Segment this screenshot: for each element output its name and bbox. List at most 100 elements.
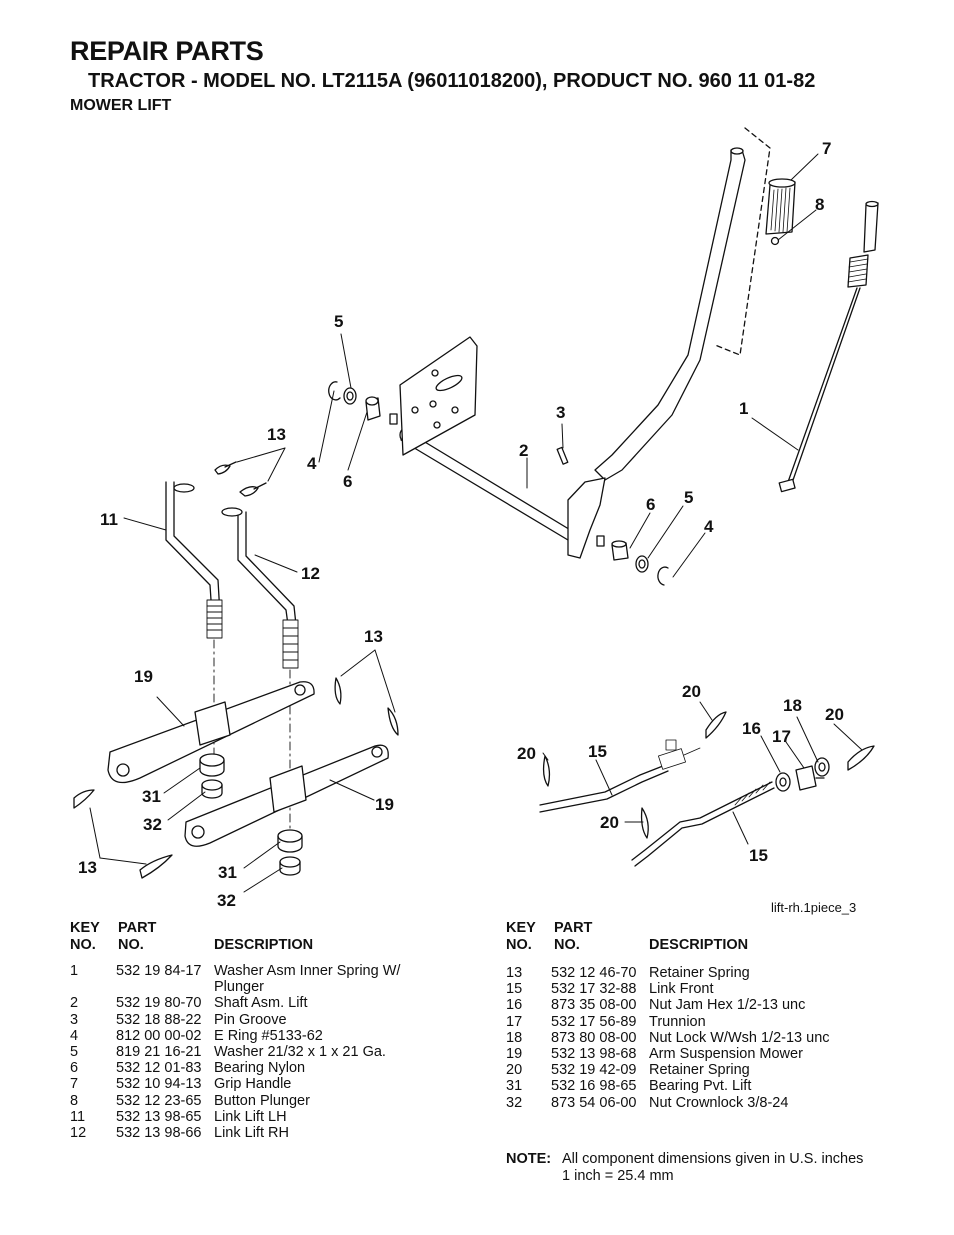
part-header-1: PART <box>554 920 593 936</box>
diagram-caption: lift-rh.1piece_3 <box>771 900 857 915</box>
callout-18: 18 <box>783 696 802 715</box>
callout-20: 20 <box>825 705 844 724</box>
part-no: 532 19 42-09 <box>551 1062 637 1079</box>
callout-6: 6 <box>646 495 655 514</box>
callout-31: 31 <box>218 863 237 882</box>
page-title: REPAIR PARTS <box>70 36 264 66</box>
callout-7: 7 <box>822 139 831 158</box>
part-no: 532 13 98-68 <box>551 1045 637 1062</box>
table-header: KEY NO. PART NO. DESCRIPTION <box>506 920 926 954</box>
description: Nut Lock W/Wsh 1/2-13 unc <box>649 1029 830 1046</box>
description: Bearing Nylon <box>214 1060 306 1077</box>
part-no: 532 17 32-88 <box>551 981 637 998</box>
key-no: 18 <box>506 1029 523 1046</box>
key-no: 12 <box>70 1124 87 1141</box>
callout-3: 3 <box>556 403 565 422</box>
key-header-2: NO. <box>506 937 532 953</box>
description: Retainer Spring <box>649 965 750 981</box>
section-title: MOWER LIFT <box>70 97 172 114</box>
key-no: 2 <box>70 995 79 1012</box>
table-row: 11 532 13 98-65 Link Lift LH <box>70 1109 490 1125</box>
description: Grip Handle <box>214 1076 292 1093</box>
key-no: 8 <box>70 1092 79 1109</box>
description: Plunger <box>214 979 264 996</box>
description-header: DESCRIPTION <box>214 937 314 953</box>
key-header-2: NO. <box>70 937 96 953</box>
key-header-1: KEY <box>506 920 536 936</box>
key-no: 3 <box>70 1011 79 1028</box>
key-no: 6 <box>70 1060 79 1077</box>
callout-15: 15 <box>749 846 768 865</box>
callout-32: 32 <box>217 891 236 910</box>
table-row: 6 532 12 01-83 Bearing Nylon <box>70 1060 490 1076</box>
description: Button Plunger <box>214 1092 310 1109</box>
callout-4: 4 <box>704 517 714 536</box>
table-row: 7 532 10 94-13 Grip Handle <box>70 1076 490 1092</box>
description-header: DESCRIPTION <box>649 937 749 953</box>
part-no: 532 13 98-66 <box>116 1124 202 1141</box>
callout-32: 32 <box>143 815 162 834</box>
note-label: NOTE: <box>506 1151 552 1167</box>
part-header-2: NO. <box>118 937 144 953</box>
description: Link Lift LH <box>214 1108 287 1125</box>
callout-4: 4 <box>307 454 317 473</box>
callout-13: 13 <box>364 627 383 646</box>
description: E Ring #5133-62 <box>214 1027 323 1044</box>
description: Bearing Pvt. Lift <box>649 1078 752 1095</box>
lever-bracket <box>567 477 606 559</box>
description: Pin Groove <box>214 1011 287 1028</box>
table-header: KEY NO. PART NO. DESCRIPTION <box>70 920 490 954</box>
callout-2: 2 <box>519 441 528 460</box>
part-no: 532 12 46-70 <box>551 965 637 981</box>
description: Link Front <box>649 981 714 998</box>
callout-11: 11 <box>100 510 118 529</box>
part-no: 532 16 98-65 <box>551 1078 637 1095</box>
table-row: 31 532 16 98-65 Bearing Pvt. Lift <box>506 1078 926 1094</box>
description: Retainer Spring <box>649 1062 750 1079</box>
key-no: 16 <box>506 997 523 1014</box>
callout-17: 17 <box>772 727 791 746</box>
link-front-upper <box>539 763 669 813</box>
description: Washer 21/32 x 1 x 21 Ga. <box>214 1043 386 1060</box>
table-row: 19 532 13 98-68 Arm Suspension Mower <box>506 1046 926 1062</box>
table-row: 3 532 18 88-22 Pin Groove <box>70 1012 490 1028</box>
key-no: 31 <box>506 1078 523 1095</box>
description: Nut Jam Hex 1/2-13 unc <box>649 997 806 1014</box>
part-no: 819 21 16-21 <box>116 1043 202 1060</box>
part-no: 873 54 06-00 <box>551 1094 637 1111</box>
table-row: 13 532 12 46-70 Retainer Spring <box>506 965 926 981</box>
description: Trunnion <box>649 1013 706 1030</box>
exploded-parts-diagram: 7 8 5 1 3 2 13 4 6 11 12 6 5 4 13 19 20 … <box>73 127 879 910</box>
table-row: 1 532 19 84-17 Washer Asm Inner Spring W… <box>70 963 490 979</box>
part-no: 532 12 23-65 <box>116 1092 202 1109</box>
description: Shaft Asm. Lift <box>214 995 308 1012</box>
key-header-1: KEY <box>70 920 100 936</box>
key-no: 15 <box>506 981 523 998</box>
callout-13: 13 <box>267 425 286 444</box>
note-line-2: 1 inch = 25.4 mm <box>562 1167 674 1184</box>
key-no: 13 <box>506 965 523 981</box>
handle-dashed-outline <box>714 127 771 356</box>
callout-6: 6 <box>343 472 352 491</box>
table-row: 4 812 00 00-02 E Ring #5133-62 <box>70 1028 490 1044</box>
part-no: 532 19 80-70 <box>116 995 202 1012</box>
description: Arm Suspension Mower <box>649 1045 803 1062</box>
callout-20: 20 <box>682 682 701 701</box>
description: Nut Crownlock 3/8-24 <box>649 1094 789 1111</box>
callout-20: 20 <box>517 744 536 763</box>
part-no: 812 00 00-02 <box>116 1027 202 1044</box>
key-no: 1 <box>70 963 79 979</box>
callout-20: 20 <box>600 813 619 832</box>
page-subtitle: TRACTOR - MODEL NO. LT2115A (96011018200… <box>88 70 816 92</box>
callout-8: 8 <box>815 195 824 214</box>
key-no: 7 <box>70 1076 79 1093</box>
parts-table-right: KEY NO. PART NO. DESCRIPTION 13 532 12 4… <box>506 920 926 1111</box>
part-no: 532 18 88-22 <box>116 1011 202 1028</box>
callout-19: 19 <box>134 667 153 686</box>
table-row: 5 819 21 16-21 Washer 21/32 x 1 x 21 Ga. <box>70 1044 490 1060</box>
part-no: 873 35 08-00 <box>551 997 637 1014</box>
table-row: 20 532 19 42-09 Retainer Spring <box>506 1062 926 1078</box>
callout-5: 5 <box>334 312 343 331</box>
description: Washer Asm Inner Spring W/ <box>214 963 401 979</box>
part-header-2: NO. <box>554 937 580 953</box>
